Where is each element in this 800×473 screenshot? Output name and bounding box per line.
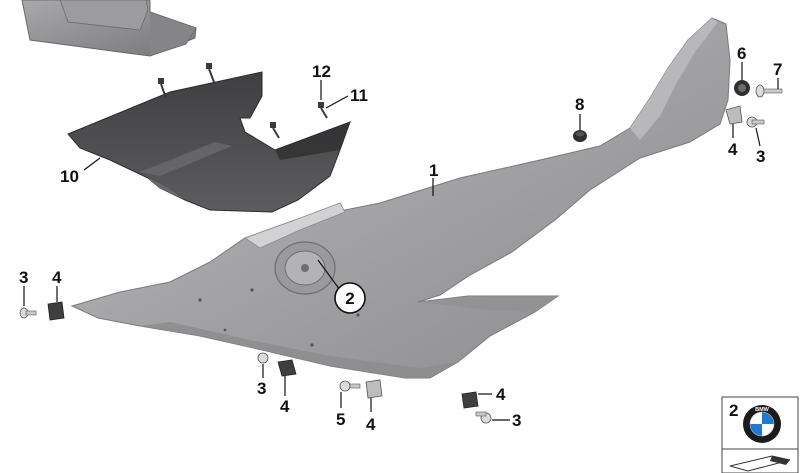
- next-badge-box: [721, 448, 799, 473]
- callout-12: 12: [312, 62, 331, 81]
- callout-4-bottom-left: 4: [280, 397, 290, 416]
- callout-2-circled: 2: [334, 282, 366, 314]
- clip-icon: [725, 105, 743, 125]
- bmw-logo-icon: BMW: [743, 405, 781, 443]
- svg-text:BMW: BMW: [755, 407, 770, 413]
- leader-lines: [23, 62, 779, 421]
- badge-number: 2: [729, 401, 738, 420]
- clip-icon: [365, 379, 383, 399]
- screw-icon: [19, 307, 37, 319]
- callout-3-bottom-left: 3: [257, 379, 266, 398]
- callout-3-bottom-right: 3: [512, 411, 521, 430]
- screw-icon: [257, 352, 269, 364]
- clip-icon: [277, 359, 297, 377]
- clip-icon: [461, 391, 479, 409]
- inner-cover-part: [67, 71, 351, 213]
- callout-10: 10: [60, 167, 79, 186]
- grommet-icon: [573, 130, 587, 142]
- screw-icon: [475, 411, 492, 424]
- screw-icon: [746, 116, 765, 128]
- screw-icon: [339, 380, 361, 392]
- callout-1: 1: [429, 161, 438, 180]
- callout-2: 2: [345, 289, 354, 308]
- top-bracket: [21, 0, 197, 57]
- callout-labels: 1 3 4 3 4 5 4 4 3 6 7 4 3 8 10 11 12: [19, 44, 782, 434]
- fuel-cap-opening: [274, 241, 336, 295]
- screw-icon: [755, 84, 783, 98]
- callout-4-bottom-mid: 4: [366, 415, 376, 434]
- callout-4-bottom-right: 4: [496, 385, 506, 404]
- callout-11: 11: [350, 86, 368, 105]
- callout-7: 7: [773, 60, 782, 79]
- hardware: [19, 63, 783, 424]
- logo-badge-box: 2 BMW: [721, 396, 799, 450]
- callout-6: 6: [737, 44, 746, 63]
- clip-icon: [47, 301, 65, 321]
- side-panel-part: [70, 17, 731, 379]
- callout-4-right: 4: [728, 140, 738, 159]
- grommet-icon: [734, 80, 750, 96]
- callout-4-left: 4: [52, 268, 62, 287]
- screw-icon: [158, 63, 328, 139]
- callout-3-left: 3: [19, 268, 28, 287]
- callout-5: 5: [336, 410, 345, 429]
- callout-8: 8: [575, 95, 584, 114]
- callout-3-right: 3: [756, 147, 765, 166]
